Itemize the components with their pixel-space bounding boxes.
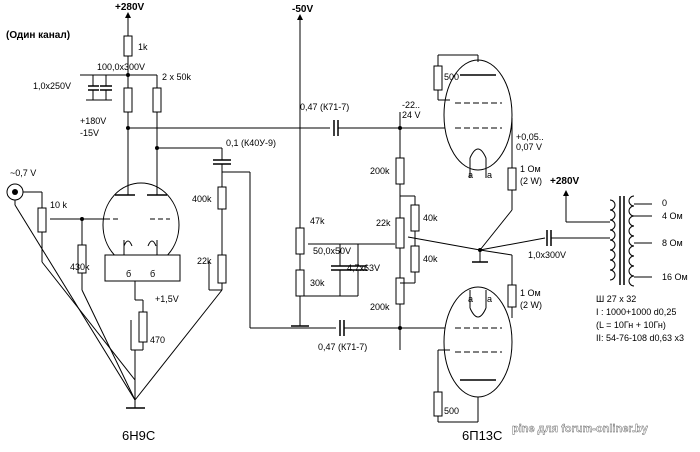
transformer-spec-secondary: II: 54-76-108 d0,63 x3	[596, 333, 684, 343]
label-0-07v: 0,07 V	[516, 142, 542, 152]
decoupling-caps-left	[80, 74, 128, 101]
label-47k: 47k	[310, 216, 325, 226]
label-430k: 430k	[70, 262, 90, 272]
label-plus280v-right: +280V	[550, 176, 580, 187]
balance-pot-470[interactable]	[130, 281, 148, 408]
screen-resistor-lower-500	[433, 349, 479, 423]
input-jack[interactable]	[6, 183, 136, 401]
label-cap-bottom: 0,47 (К71-7)	[318, 342, 367, 352]
label-500-bottom: 500	[444, 406, 459, 416]
label-0-05: +0,05..	[516, 132, 544, 142]
label-2w-bottom: (2 W)	[520, 300, 542, 310]
label-plus180v: +180V	[80, 116, 106, 126]
label-pin-a3: a	[468, 294, 473, 304]
cathode-resistor-lower	[479, 249, 517, 318]
label-10k: 10 k	[50, 200, 68, 210]
label-500-top: 500	[444, 72, 459, 82]
screen-resistor-upper-500	[433, 54, 479, 101]
label-plus280v-left: +280V	[115, 2, 145, 13]
output-transformer	[609, 195, 652, 287]
label-1om-top: 1 Ом	[520, 164, 541, 174]
label-40k-bottom: 40k	[423, 254, 438, 264]
cathode-box	[104, 254, 181, 282]
label-30k: 30k	[310, 278, 325, 288]
transformer-spec-inductance: (L = 10Гн + 10Гн)	[596, 320, 666, 330]
supply-wire-neg50v	[291, 14, 395, 327]
label-40k-top: 40k	[423, 213, 438, 223]
label-pin-a1: a	[468, 170, 473, 180]
label-200k-top: 200k	[370, 166, 390, 176]
label-tap-16: 16 Ом	[662, 272, 688, 282]
label-2x50k: 2 x 50k	[162, 72, 192, 82]
label-tube-6p13s: 6П13С	[462, 428, 502, 443]
transformer-spec-core: Ш 27 х 32	[596, 294, 636, 304]
label-tap-8: 8 Ом	[662, 238, 683, 248]
label-2w-top: (2 W)	[520, 176, 542, 186]
label-minus50v: -50V	[292, 4, 313, 15]
tube-6p13s-upper	[443, 59, 513, 178]
label-cap-100uf: 100,0x300V	[97, 62, 145, 72]
label-400k: 400k	[192, 194, 212, 204]
label-r1k: 1k	[138, 42, 148, 52]
trim-pot-22k[interactable]	[134, 254, 227, 401]
label-1om-bottom: 1 Ом	[520, 288, 541, 298]
channel-note: (Один канал)	[6, 30, 70, 41]
label-minus15v: -15V	[80, 128, 99, 138]
label-22k-mid: 22k	[376, 218, 391, 228]
grid-resistor-430k	[77, 219, 136, 401]
label-cap-4-7uf: 4,7x63V	[347, 263, 380, 273]
coupling-wires-left	[128, 127, 336, 329]
label-22k-left: 22k	[197, 256, 212, 266]
label-200k-bottom: 200k	[370, 302, 390, 312]
cathode-resistor-upper	[479, 118, 517, 251]
label-pin-a4: a	[487, 294, 492, 304]
plate-resistors-left	[123, 74, 162, 185]
label-plus1-5v: +1,5V	[155, 294, 179, 304]
label-pin-a2: a	[487, 170, 492, 180]
watermark: pine для forum-onliner.by	[512, 423, 649, 435]
supply-wire-280v-left	[123, 12, 133, 88]
tube-6n9s	[102, 182, 180, 268]
coupling-cap-bottom	[339, 320, 400, 336]
volume-pot-10k[interactable]	[23, 191, 136, 381]
label-cap-1uf-300v: 1,0x300V	[528, 250, 566, 260]
label-tap-0: 0	[662, 198, 667, 208]
label-24v: 24 V	[402, 110, 421, 120]
label-cap-50uf: 50,0x50V	[313, 246, 351, 256]
label-pin-b1: б	[126, 269, 131, 279]
label-tap-4: 4 Ом	[662, 211, 683, 221]
label-input-voltage: ~0,7 V	[10, 168, 36, 178]
label-470: 470	[150, 335, 165, 345]
label-cap-1uf: 1,0x250V	[33, 81, 71, 91]
supply-wire-280v-right	[563, 190, 610, 223]
label-cap-top: 0,47 (К71-7)	[300, 102, 349, 112]
tube-6p13s-lower	[443, 286, 513, 398]
label-pin-b2: б	[150, 269, 155, 279]
label-cap-0-1: 0,1 (К40У-9)	[226, 138, 276, 148]
label-tube-6n9s: 6Н9С	[122, 428, 155, 443]
transformer-spec-primary: I : 1000+1000 d0,25	[596, 307, 676, 317]
label-minus22: -22..	[402, 100, 420, 110]
coupling-cap-top	[333, 120, 400, 136]
